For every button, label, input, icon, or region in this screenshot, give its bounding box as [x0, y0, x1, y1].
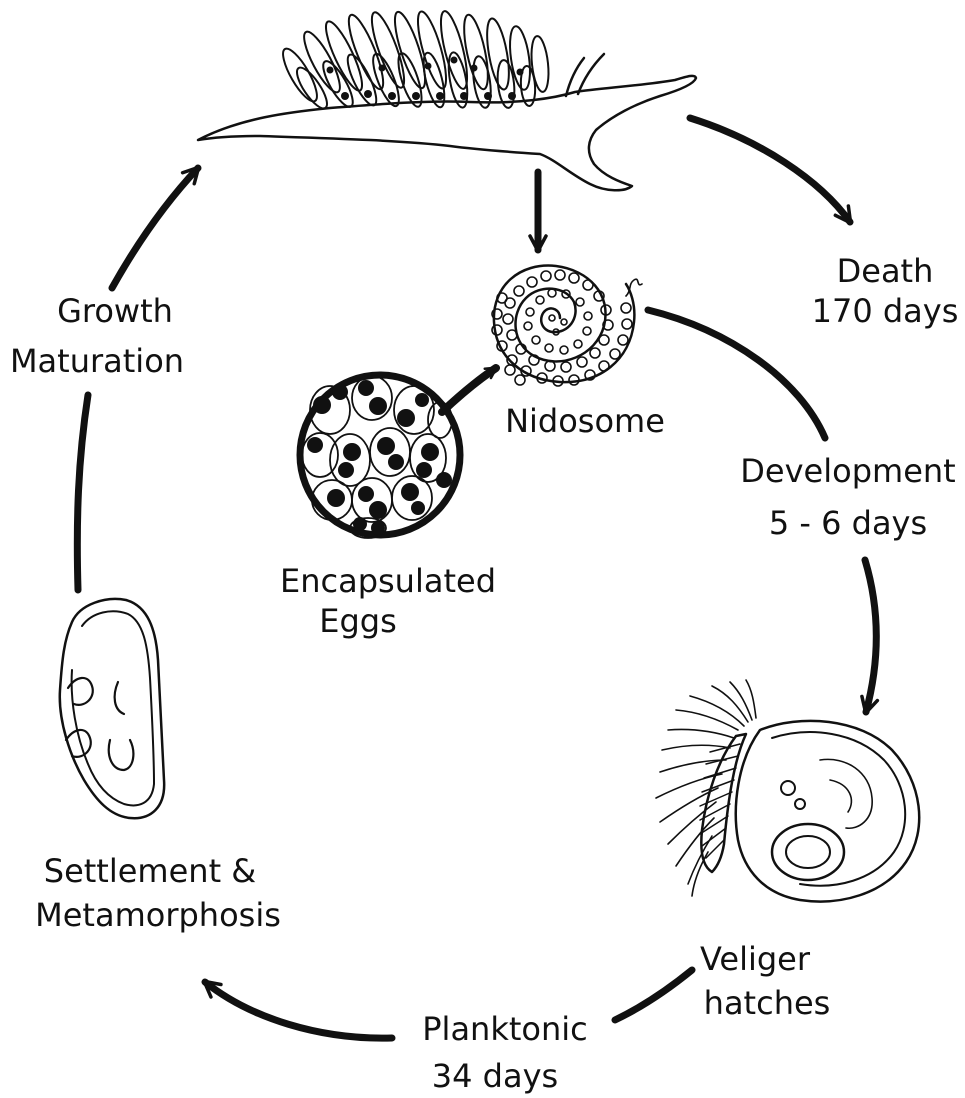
arrow-planktonic-to-settlement — [205, 982, 392, 1038]
arrow-nidosome-to-development — [648, 310, 825, 438]
hatches-label: hatches — [704, 984, 831, 1022]
eggs-label: Eggs — [319, 602, 397, 640]
planktonic-label: Planktonic — [422, 1010, 588, 1048]
veliger-label: Veliger — [700, 940, 811, 978]
death-label: Death — [837, 252, 934, 290]
metamorphosis-label: Metamorphosis — [35, 896, 281, 934]
development-label: Development — [740, 452, 955, 490]
arrow-to-death — [690, 118, 850, 222]
arrow-eggs-to-nidosome — [442, 368, 496, 412]
veliger-larva-icon — [656, 680, 919, 901]
growth-label: Growth — [57, 292, 173, 330]
arrow-development-to-veliger — [865, 560, 876, 712]
planktonic-duration-label: 34 days — [432, 1057, 558, 1095]
juvenile-icon — [60, 599, 164, 818]
arrow-veliger-to-planktonic — [615, 970, 692, 1020]
death-duration-label: 170 days — [812, 292, 959, 330]
arrow-growth-to-adult — [112, 168, 198, 288]
encapsulated-eggs-icon — [300, 375, 460, 538]
nudibranch-icon — [198, 9, 696, 190]
development-duration-label: 5 - 6 days — [769, 504, 927, 542]
egg-spiral-icon — [492, 266, 642, 386]
arrow-juvenile-to-growth — [77, 395, 88, 590]
settlement-label: Settlement & — [44, 852, 256, 890]
nidosome-label: Nidosome — [505, 402, 665, 440]
maturation-label: Maturation — [10, 342, 184, 380]
encapsulated-eggs-label: Encapsulated — [280, 562, 496, 600]
